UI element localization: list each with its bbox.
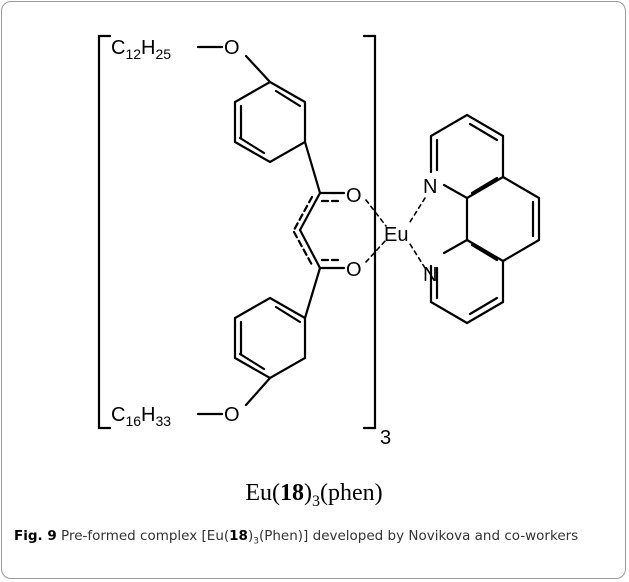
- enolate-bond-1: [298, 191, 322, 232]
- coord-bond-n1: [409, 197, 426, 223]
- europium-atom: Eu: [384, 224, 408, 246]
- compound-name: Eu(18)3(phen): [245, 480, 382, 510]
- phen-nitrogen-top: N: [423, 176, 437, 198]
- top-aryl-bond: [303, 140, 322, 195]
- left-bracket: [97, 34, 112, 430]
- upper-carbonyl-oxygen: O: [346, 185, 362, 207]
- phenanthroline-ligand: [429, 113, 541, 325]
- lower-carbonyl-oxygen: O: [346, 259, 362, 281]
- top-ether-oxygen: O: [224, 37, 240, 59]
- bottom-ether-bond: [244, 376, 272, 407]
- caption-ligand: 18: [229, 528, 248, 544]
- bottom-aryl-bond: [303, 266, 322, 320]
- coord-bond-o2: [365, 239, 387, 263]
- coord-bond-o1: [365, 199, 387, 227]
- enolate-bond-2: [298, 228, 322, 270]
- coord-bond-n2: [409, 243, 426, 269]
- top-ether-bond: [244, 54, 272, 84]
- bracket-subscript: 3: [380, 427, 391, 449]
- top-chain-label: C12H25: [111, 37, 171, 62]
- top-benzene-ring: [233, 80, 307, 164]
- caption-sub: 3: [253, 536, 259, 547]
- right-bracket: [362, 34, 377, 430]
- caption-label: Fig. 9: [14, 528, 57, 544]
- bottom-benzene-ring: [233, 296, 307, 380]
- caption-text-before: Pre-formed complex [Eu(: [61, 528, 230, 544]
- caption-text-after: (Phen)] developed by Novikova and co-wor…: [258, 528, 579, 544]
- figure-caption: Fig. 9 Pre-formed complex [Eu(18)3(Phen)…: [14, 528, 579, 547]
- bottom-ether-oxygen: O: [224, 404, 240, 426]
- phen-nitrogen-bottom: N: [423, 264, 437, 286]
- bottom-chain-label: C16H33: [111, 404, 171, 429]
